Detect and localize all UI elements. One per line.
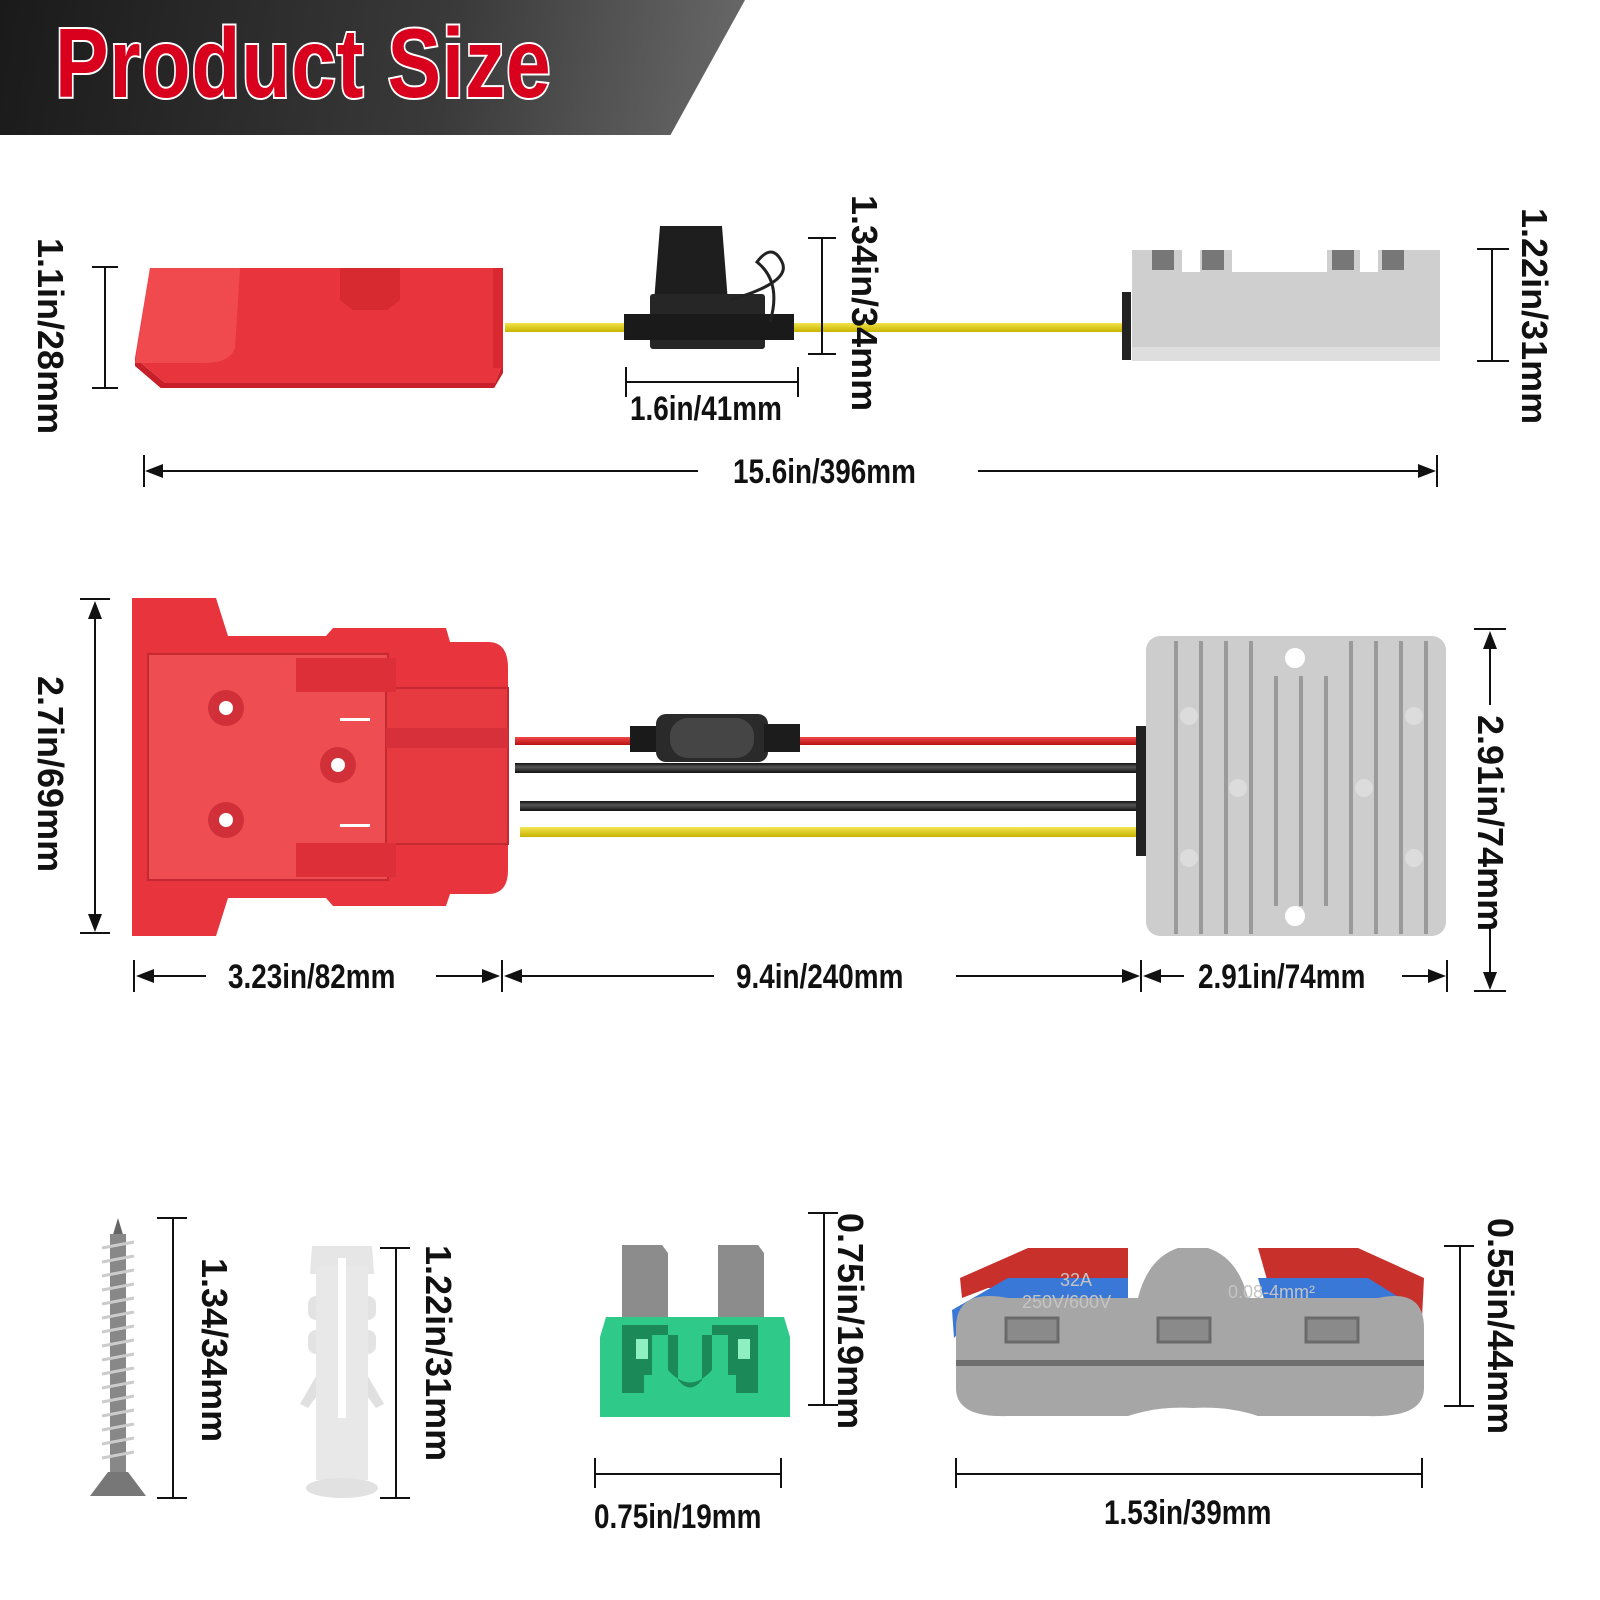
dim-line-fuse-width-small bbox=[595, 1473, 781, 1475]
dim-tick bbox=[625, 367, 627, 397]
dim-label-converter-width: 2.91in/74mm bbox=[1198, 958, 1366, 996]
dim-tick bbox=[1474, 990, 1506, 992]
blade-fuse bbox=[600, 1245, 790, 1417]
yellow-wire bbox=[520, 827, 1140, 837]
dim-tick bbox=[780, 1458, 782, 1488]
arrow-down-icon bbox=[88, 914, 102, 932]
dim-tick bbox=[80, 598, 110, 600]
dim-tick bbox=[380, 1497, 410, 1499]
arrow-left-icon bbox=[1143, 969, 1161, 983]
dim-line-fuse-height bbox=[821, 238, 823, 354]
wall-anchor bbox=[300, 1246, 384, 1500]
dim-label-converter-height-top: 2.91in/74mm bbox=[1470, 715, 1511, 932]
dim-line-converter-height-top-lower bbox=[1489, 925, 1491, 975]
mounting-screw bbox=[88, 1218, 148, 1500]
dim-tick bbox=[80, 932, 110, 934]
dim-label-adapter-height-top: 2.7in/69mm bbox=[30, 676, 71, 873]
dim-line-fuse-width bbox=[626, 381, 798, 383]
dim-tick bbox=[501, 960, 503, 992]
dim-tick bbox=[797, 367, 799, 397]
dim-tick bbox=[1436, 455, 1438, 487]
arrow-right-icon bbox=[1122, 969, 1140, 983]
arrow-down-icon bbox=[1483, 972, 1497, 990]
arrow-up-icon bbox=[1483, 631, 1497, 649]
arrow-left-icon bbox=[504, 969, 522, 983]
header-banner bbox=[0, 0, 745, 135]
connector-rating-current: 32A bbox=[1060, 1270, 1093, 1290]
dim-label-converter-height: 1.22in/31mm bbox=[1514, 208, 1555, 425]
dc-converter-top-view bbox=[1136, 636, 1448, 940]
battery-adapter-side-view bbox=[135, 268, 505, 390]
arrow-right-icon bbox=[482, 969, 500, 983]
dim-tick bbox=[1474, 628, 1506, 630]
dim-tick bbox=[808, 1404, 838, 1406]
dim-label-connector-width: 1.53in/39mm bbox=[1104, 1494, 1272, 1532]
dim-line-connector-height bbox=[1459, 1246, 1461, 1406]
arrow-left-icon bbox=[136, 969, 154, 983]
dim-line-total-length-right bbox=[978, 470, 1418, 472]
dim-line bbox=[1160, 975, 1184, 977]
dim-line-adapter-height bbox=[104, 268, 106, 388]
dim-line bbox=[1402, 975, 1428, 977]
dim-tick bbox=[808, 237, 836, 239]
arrow-right-icon bbox=[1418, 464, 1436, 478]
dim-line bbox=[150, 975, 206, 977]
arrow-right-icon bbox=[1428, 969, 1446, 983]
dim-line-converter-height bbox=[1491, 249, 1493, 361]
dim-line-screw-length bbox=[172, 1218, 174, 1498]
dim-tick bbox=[808, 353, 836, 355]
yellow-wire-side bbox=[505, 323, 1130, 332]
dim-tick bbox=[1140, 960, 1142, 992]
dim-line-total-length-left bbox=[160, 470, 698, 472]
dim-label-wire-length: 9.4in/240mm bbox=[736, 958, 904, 996]
black-wire-2 bbox=[520, 801, 1140, 811]
dim-line-adapter-height-top bbox=[94, 615, 96, 917]
black-wire-1 bbox=[515, 763, 1140, 773]
connector-rating-voltage: 250V/600V bbox=[1022, 1292, 1112, 1312]
dim-tick bbox=[1446, 960, 1448, 992]
arrow-left-icon bbox=[145, 464, 163, 478]
dim-line bbox=[436, 975, 482, 977]
dim-tick bbox=[92, 266, 118, 268]
dim-line bbox=[520, 975, 714, 977]
dim-tick bbox=[133, 960, 135, 992]
dim-tick bbox=[157, 1497, 187, 1499]
dim-tick bbox=[92, 387, 118, 389]
dim-label-fuse-width-small: 0.75in/19mm bbox=[594, 1498, 762, 1536]
dim-tick bbox=[143, 455, 145, 487]
dim-tick bbox=[1421, 1458, 1423, 1488]
dim-line bbox=[956, 975, 1122, 977]
arrow-up-icon bbox=[88, 601, 102, 619]
dim-tick bbox=[1477, 248, 1509, 250]
lever-wire-connector bbox=[948, 1228, 1438, 1420]
inline-fuse-holder-side bbox=[622, 222, 802, 352]
dim-line-converter-height-top-upper bbox=[1489, 645, 1491, 705]
red-wire bbox=[515, 737, 1140, 745]
dim-label-total-length: 15.6in/396mm bbox=[733, 453, 916, 491]
dim-label-screw-length: 1.34/34mm bbox=[194, 1258, 235, 1443]
page-title: Product Size bbox=[53, 8, 552, 118]
dc-converter-side-view bbox=[1122, 250, 1442, 362]
dim-label-anchor-length: 1.22in/31mm bbox=[418, 1245, 459, 1462]
dim-label-fuse-height: 1.34in/34mm bbox=[844, 195, 885, 412]
dim-label-adapter-height: 1.1in/28mm bbox=[30, 238, 71, 435]
inline-fuse-holder bbox=[630, 712, 806, 766]
dim-label-adapter-width: 3.23in/82mm bbox=[228, 958, 396, 996]
dim-label-fuse-height-small: 0.75in/19mm bbox=[830, 1213, 871, 1430]
dim-tick bbox=[1444, 1405, 1474, 1407]
battery-adapter-top-view bbox=[128, 598, 518, 936]
dim-label-fuse-width: 1.6in/41mm bbox=[630, 390, 782, 428]
connector-rating-wire: 0.08-4mm² bbox=[1228, 1282, 1316, 1302]
dim-tick bbox=[1477, 360, 1509, 362]
dim-line-fuse-height-small bbox=[823, 1213, 825, 1405]
dim-label-connector-height: 0.55in/44mm bbox=[1480, 1218, 1521, 1435]
dim-line-anchor-length bbox=[395, 1248, 397, 1498]
dim-line-connector-width bbox=[956, 1473, 1422, 1475]
